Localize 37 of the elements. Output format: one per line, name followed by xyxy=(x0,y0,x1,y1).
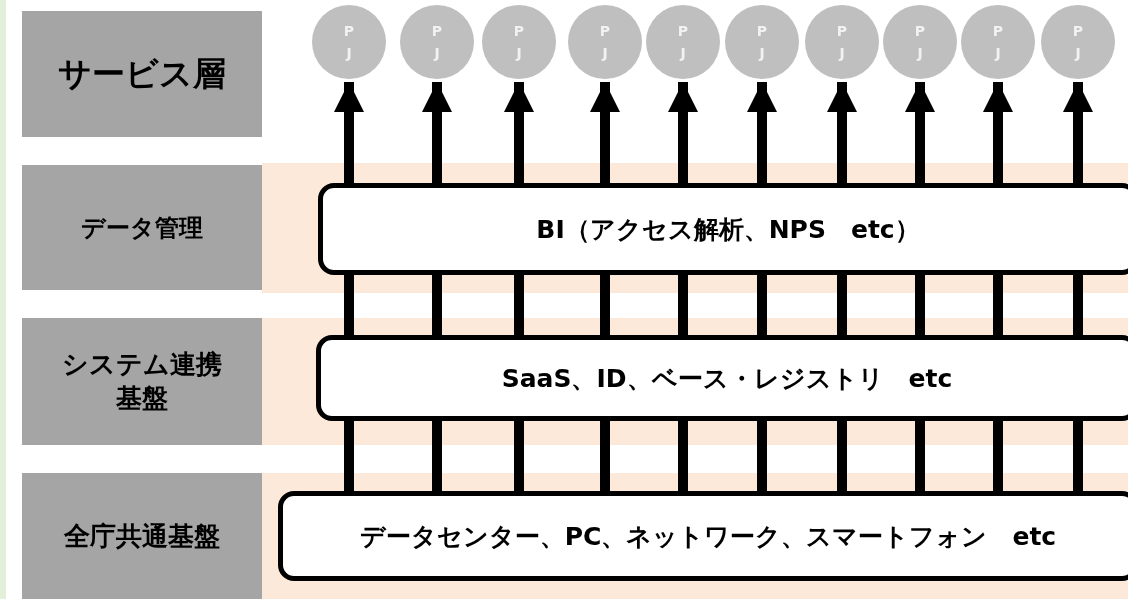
arrow xyxy=(983,82,1013,183)
arrow xyxy=(905,82,935,183)
connector-line xyxy=(1073,421,1083,491)
layer-label: サービス層 xyxy=(22,11,262,137)
connector-line xyxy=(678,275,688,335)
arrow xyxy=(504,82,534,183)
arrow xyxy=(668,82,698,183)
connector-line xyxy=(432,275,442,335)
connector-line xyxy=(514,421,524,491)
connector-line xyxy=(915,421,925,491)
connector-line xyxy=(514,275,524,335)
connector-line xyxy=(993,421,1003,491)
connector-line xyxy=(600,421,610,491)
arrow xyxy=(590,82,620,183)
layer-label: 全庁共通基盤 xyxy=(22,473,262,599)
connector-line xyxy=(344,275,354,335)
arrow xyxy=(334,82,364,183)
layer-content-box: BI（アクセス解析、NPS etc） xyxy=(318,183,1128,275)
layer-label: システム連携基盤 xyxy=(22,318,262,445)
arrow xyxy=(747,82,777,183)
connector-line xyxy=(1073,275,1083,335)
connector-line xyxy=(344,421,354,491)
layer-label: データ管理 xyxy=(22,165,262,290)
connector-line xyxy=(757,275,767,335)
connector-line xyxy=(993,275,1003,335)
layer-content-box: SaaS、ID、ベース・レジストリ etc xyxy=(316,335,1128,421)
connector-line xyxy=(678,421,688,491)
connector-line xyxy=(837,421,847,491)
connector-line xyxy=(837,275,847,335)
arrow xyxy=(827,82,857,183)
connector-line xyxy=(600,275,610,335)
layer-content-box: データセンター、PC、ネットワーク、スマートフォン etc xyxy=(278,491,1128,581)
connector-line xyxy=(757,421,767,491)
connector-line xyxy=(915,275,925,335)
arrow xyxy=(1063,82,1093,183)
connector-line xyxy=(432,421,442,491)
arrow xyxy=(422,82,452,183)
